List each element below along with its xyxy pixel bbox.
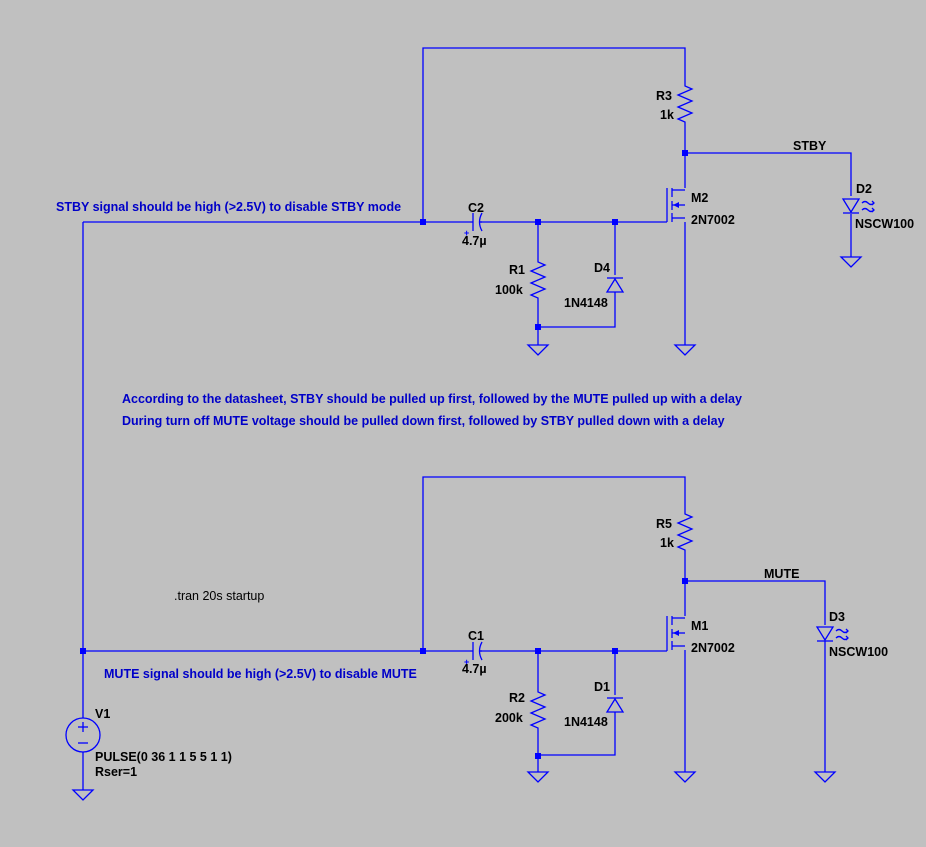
led-d3-symbol[interactable] [815,626,849,642]
c1-value: 4.7µ [462,662,487,676]
r5-ref: R5 [656,517,672,531]
d1-value: 1N4148 [564,715,608,729]
m2-value: 2N7002 [691,213,735,227]
v1-value: PULSE(0 36 1 1 5 5 1 1) [95,750,232,764]
resistor-r1-symbol[interactable] [529,258,547,302]
c2-ref: C2 [468,201,484,215]
diode-d1-symbol[interactable] [605,697,625,713]
ground-icon [813,771,837,783]
wire-bottom-loop [422,476,686,651]
resistor-r2-symbol[interactable] [529,688,547,730]
resistor-r3-symbol[interactable] [676,82,694,126]
m1-ref: M1 [691,619,708,633]
wire-top-loop [422,47,686,222]
d3-ref: D3 [829,610,845,624]
junction-dot [682,578,688,584]
wire-stby-net [685,152,852,196]
ground-icon [673,344,697,356]
junction-dot [420,219,426,225]
voltage-source-v1-symbol[interactable] [65,717,101,753]
r1-ref: R1 [509,263,525,277]
v1-rser: Rser=1 [95,765,137,779]
svg-text:+: + [464,657,469,667]
capacitor-c1-symbol[interactable]: + [464,641,483,667]
m1-value: 2N7002 [691,641,735,655]
d4-value: 1N4148 [564,296,608,310]
capacitor-c2-symbol[interactable]: + [464,212,483,238]
junctions [80,150,688,759]
junction-dot [535,753,541,759]
datasheet-note-2: During turn off MUTE voltage should be p… [122,414,725,428]
diode-d4-symbol[interactable] [605,277,625,293]
r3-ref: R3 [656,89,672,103]
ground-icon [526,771,550,783]
wire-d1-bottom [538,712,616,756]
d3-value: NSCW100 [829,645,888,659]
m2-ref: M2 [691,191,708,205]
junction-dot [535,648,541,654]
junction-dot [535,324,541,330]
wire-d4-bottom [538,292,616,328]
junction-dot [682,150,688,156]
ground-symbols [71,256,863,801]
junction-dot [612,648,618,654]
ground-icon [526,344,550,356]
c2-value: 4.7µ [462,234,487,248]
ground-icon [673,771,697,783]
junction-dot [612,219,618,225]
mosfet-m2-symbol[interactable] [666,188,685,222]
resistor-r5-symbol[interactable] [676,510,694,554]
r3-value: 1k [660,108,674,122]
mosfet-m1-symbol[interactable] [666,616,685,651]
d4-ref: D4 [594,261,610,275]
junction-dot [535,219,541,225]
tran-directive[interactable]: .tran 20s startup [174,589,264,603]
net-label-mute[interactable]: MUTE [764,567,799,581]
d2-ref: D2 [856,182,872,196]
d1-ref: D1 [594,680,610,694]
r5-value: 1k [660,536,674,550]
svg-text:+: + [464,228,469,238]
junction-dot [80,648,86,654]
net-label-stby[interactable]: STBY [793,139,827,153]
datasheet-note-1: According to the datasheet, STBY should … [122,392,742,406]
ground-icon [71,789,95,801]
r2-value: 200k [495,711,523,725]
r1-value: 100k [495,283,523,297]
stby-comment: STBY signal should be high (>2.5V) to di… [56,200,401,214]
c1-ref: C1 [468,629,484,643]
mute-comment: MUTE signal should be high (>2.5V) to di… [104,667,417,681]
d2-value: NSCW100 [855,217,914,231]
wires [82,47,852,790]
ground-icon [839,256,863,268]
v1-ref: V1 [95,707,110,721]
junction-dot [420,648,426,654]
led-d2-symbol[interactable] [841,198,875,214]
r2-ref: R2 [509,691,525,705]
wire-mute-net [685,580,826,625]
